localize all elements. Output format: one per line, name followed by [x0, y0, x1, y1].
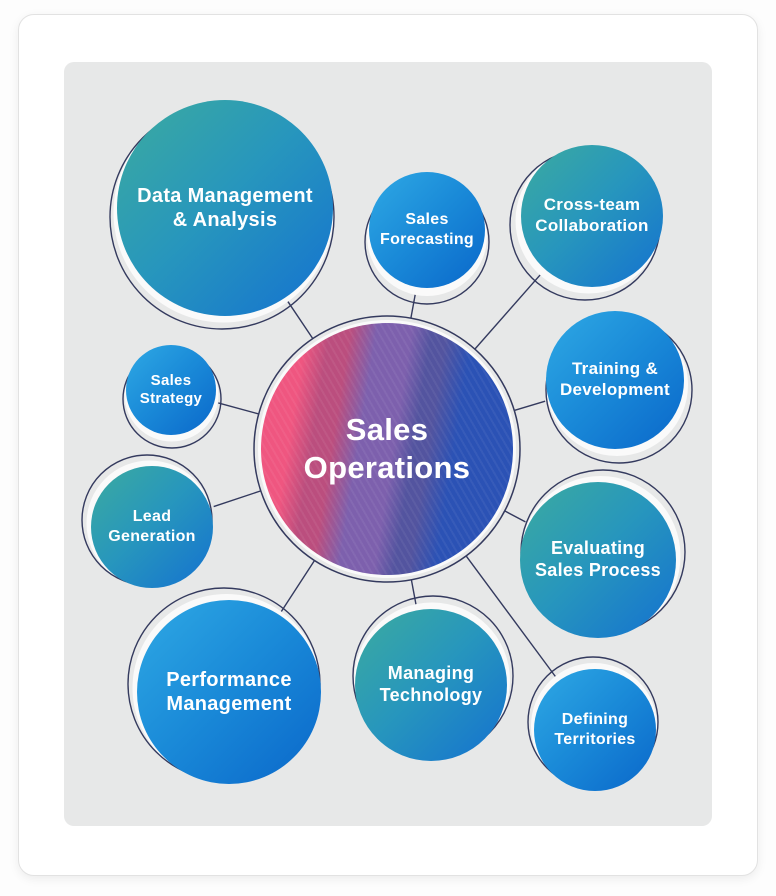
managing-technology-label: Managing Technology — [379, 663, 483, 705]
node-lead-generation: Lead Generation — [91, 466, 213, 588]
connector-training-development — [514, 400, 546, 412]
performance-management-label: Performance Management — [166, 668, 292, 715]
node-data-management-analysis: Data Management & Analysis — [117, 100, 333, 316]
connector-performance-management — [280, 560, 316, 612]
node-cross-team-collaboration: Cross-team Collaboration — [521, 145, 663, 287]
center-ring — [253, 315, 521, 583]
node-sales-strategy: Sales Strategy — [126, 345, 216, 435]
node-training-development: Training & Development — [546, 311, 684, 449]
node-defining-territories: Defining Territories — [534, 669, 656, 791]
node-performance-management: Performance Management — [137, 600, 321, 784]
connector-sales-forecasting — [410, 290, 417, 319]
center-node-sales-operations: Sales Operations — [261, 323, 513, 575]
node-sales-forecasting: Sales Forecasting — [369, 172, 485, 288]
data-management-analysis-label: Data Management & Analysis — [137, 184, 313, 231]
evaluating-sales-process-label: Evaluating Sales Process — [535, 538, 661, 580]
defining-territories-label: Defining Territories — [554, 711, 636, 748]
lead-generation-label: Lead Generation — [108, 508, 196, 545]
sales-strategy-label: Sales Strategy — [139, 371, 203, 407]
sales-forecasting-label: Sales Forecasting — [380, 211, 474, 248]
connector-sales-strategy — [218, 402, 259, 415]
connector-data-management-analysis — [286, 300, 314, 340]
connector-cross-team-collaboration — [474, 271, 543, 350]
node-evaluating-sales-process: Evaluating Sales Process — [520, 482, 676, 638]
connector-defining-territories — [465, 555, 557, 679]
node-managing-technology: Managing Technology — [355, 609, 507, 761]
connector-managing-technology — [410, 579, 418, 607]
cross-team-collaboration-label: Cross-team Collaboration — [535, 195, 649, 235]
connector-lead-generation — [213, 490, 261, 508]
training-development-label: Training & Development — [559, 359, 671, 399]
sales-operations-label: Sales Operations — [303, 412, 471, 485]
connector-evaluating-sales-process — [504, 510, 526, 523]
